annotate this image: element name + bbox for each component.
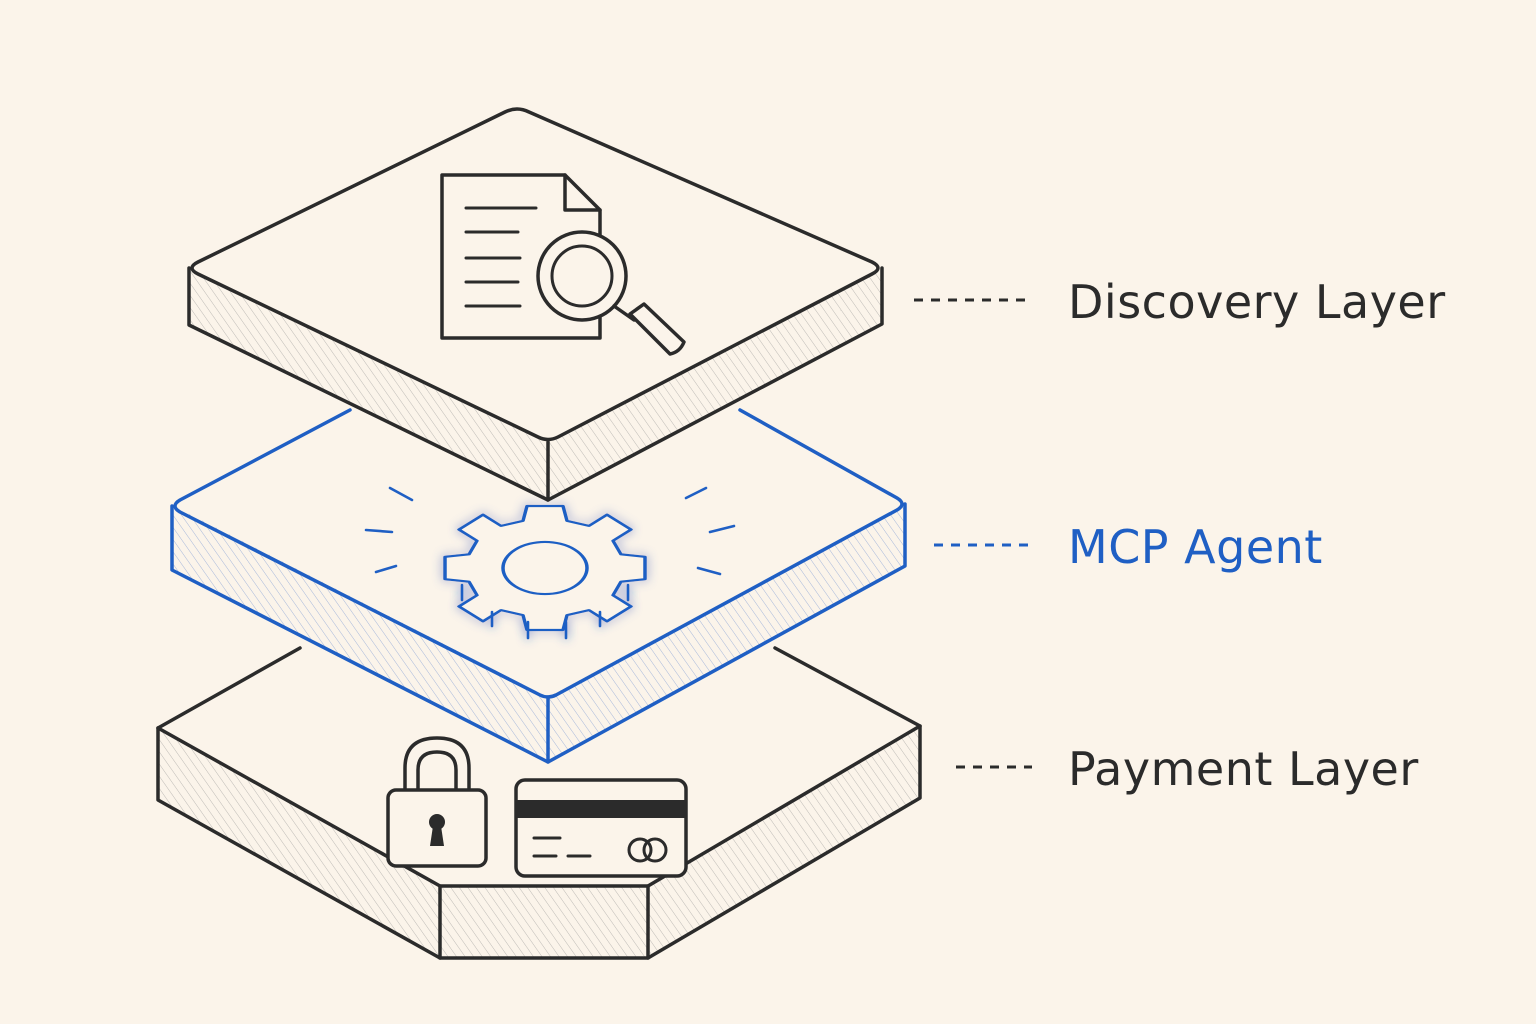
activity-rays — [364, 486, 736, 576]
gear-icon — [443, 504, 647, 640]
payment-layer-callout: Payment Layer — [956, 742, 1419, 796]
magnifier-icon — [536, 230, 686, 356]
padlock-icon — [386, 736, 488, 868]
payment-layer-label: Payment Layer — [1068, 742, 1419, 796]
payment-layer-slab — [156, 646, 922, 960]
discovery-layer-label: Discovery Layer — [1068, 275, 1446, 329]
mcp-agent-callout: MCP Agent — [934, 520, 1323, 574]
mcp-agent-label: MCP Agent — [1068, 520, 1323, 574]
credit-card-icon — [514, 778, 688, 878]
discovery-layer-callout: Discovery Layer — [914, 275, 1446, 329]
